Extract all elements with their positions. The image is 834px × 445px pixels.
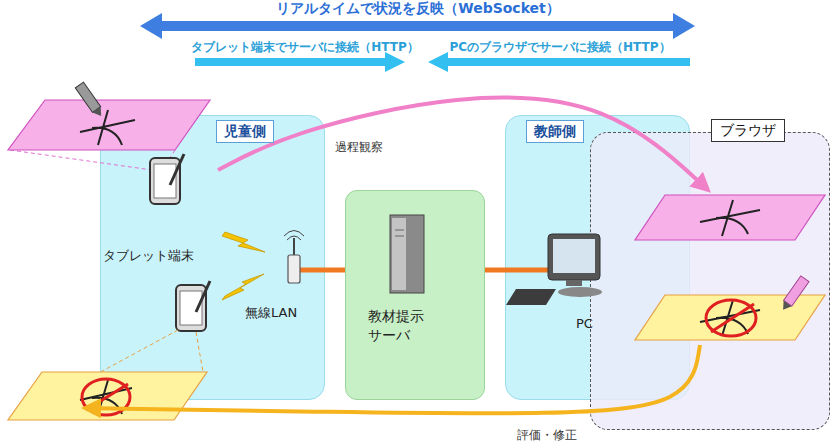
lan-wire — [505, 268, 550, 273]
worksheet — [8, 372, 207, 420]
protocol-caption: リアルタイムで状況を反映（WebSocket） — [276, 0, 560, 17]
handwriting — [80, 110, 135, 145]
region-heading: 児童側 — [216, 120, 274, 143]
protocol-caption: PCのブラウザでサーバに接続（HTTP） — [449, 40, 670, 54]
tablet — [150, 154, 184, 204]
region-heading: 教師側 — [526, 120, 584, 143]
correction-mark — [711, 304, 754, 332]
server-label: 教材提示 サーバ — [368, 307, 434, 345]
http-arrow — [195, 52, 405, 72]
device-label: 無線LAN — [245, 305, 297, 321]
edge-label: 過程観察 — [333, 140, 385, 154]
device-label: PC — [576, 316, 593, 332]
browser-heading: ブラウザ — [711, 119, 785, 142]
handwriting — [700, 200, 760, 236]
websocket-arrow — [140, 13, 695, 39]
correction-mark — [706, 300, 756, 336]
network-link — [325, 268, 345, 273]
device-label: タブレット端末 — [103, 248, 194, 264]
protocol-caption: タブレット端末でサーバに接続（HTTP） — [191, 40, 418, 54]
worksheet — [635, 295, 825, 340]
worksheet — [635, 195, 825, 240]
http-arrow — [428, 52, 690, 72]
handwriting — [700, 300, 760, 336]
worksheet — [8, 100, 210, 150]
lan-wire — [300, 268, 325, 273]
network-link — [485, 268, 505, 273]
server — [390, 215, 424, 293]
edge-label: 評価・修正 — [515, 428, 579, 442]
pen — [75, 82, 105, 119]
browser-panel: ブラウザ — [590, 132, 830, 430]
tablet — [176, 281, 210, 331]
correction-mark — [86, 384, 128, 410]
